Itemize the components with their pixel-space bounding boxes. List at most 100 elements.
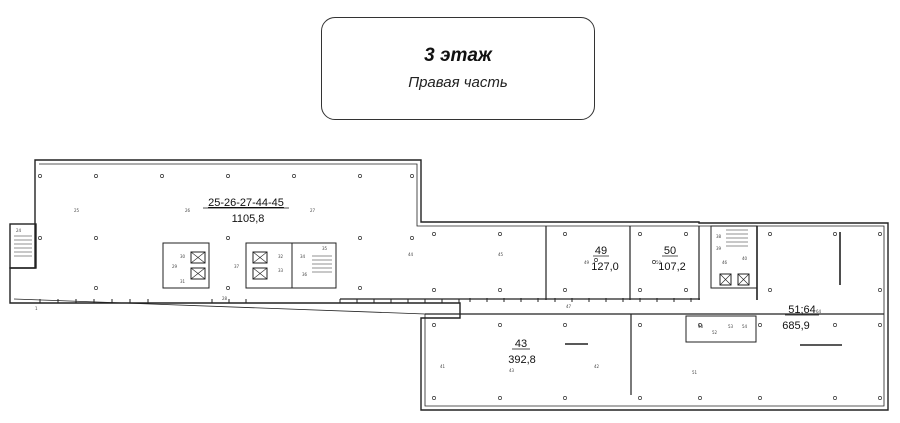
- tiny-label: 34: [300, 254, 306, 259]
- room-25-id: 25-26-27-44-45: [208, 197, 284, 209]
- column-dot: [698, 323, 702, 327]
- tiny-labels: 24 25 26 27 44 45 49 50 43 41 42 51 64 2…: [16, 208, 822, 375]
- column-dot: [226, 174, 230, 178]
- lift-e-x: [719, 273, 732, 286]
- tiny-label: 64: [816, 309, 822, 314]
- outer-walls: [9, 159, 889, 411]
- column-dot: [878, 323, 882, 327]
- core-left: [162, 242, 210, 289]
- tiny-label: 28: [222, 296, 228, 301]
- window-ticks: [39, 298, 692, 303]
- column-dot: [563, 323, 567, 327]
- tiny-label: 24: [16, 228, 22, 233]
- column-dot: [358, 236, 362, 240]
- column-dot: [768, 232, 772, 236]
- column-dot: [498, 232, 502, 236]
- room-50-area: 107,2: [658, 261, 686, 273]
- room-51-area: 685,9: [782, 320, 810, 332]
- tiny-label: 39: [716, 246, 722, 251]
- column-dot: [684, 288, 688, 292]
- floor-subtitle: Правая часть: [408, 74, 508, 91]
- lift-f: [737, 273, 750, 286]
- tiny-label: 37: [234, 264, 240, 269]
- tiny-label: 30: [180, 254, 186, 259]
- column-dot: [594, 258, 598, 262]
- core-center: [245, 242, 293, 289]
- column-dot: [432, 288, 436, 292]
- room-49-id: 49: [595, 245, 607, 257]
- tiny-label: 52: [712, 330, 718, 335]
- tiny-label: 36: [302, 272, 308, 277]
- column-dot: [833, 232, 837, 236]
- tiny-label: 51: [692, 370, 698, 375]
- column-dot: [563, 232, 567, 236]
- column-dot: [94, 236, 98, 240]
- lift-c: [252, 251, 268, 264]
- tiny-label: 41: [440, 364, 446, 369]
- core-51: [710, 225, 758, 289]
- beams: [565, 232, 842, 346]
- room-43-area: 392,8: [508, 354, 536, 366]
- lift-a-x: [190, 251, 206, 264]
- tiny-label: 26: [185, 208, 191, 213]
- column-dot: [684, 232, 688, 236]
- room-51-id: 51;64: [788, 304, 816, 316]
- column-dot: [833, 323, 837, 327]
- column-dot: [432, 232, 436, 236]
- lift-a: [190, 251, 206, 264]
- lift-e: [719, 273, 732, 286]
- column-dot: [410, 236, 414, 240]
- main-outline: [9, 159, 889, 411]
- tiny-label: 25: [74, 208, 80, 213]
- column-dot: [878, 396, 882, 400]
- tiny-label: 40: [742, 256, 748, 261]
- column-dot: [758, 396, 762, 400]
- room-49-area: 127,0: [591, 261, 619, 273]
- tiny-label: 47: [566, 304, 572, 309]
- lift-b-x: [190, 267, 206, 280]
- tiny-label: 50: [656, 260, 662, 265]
- tiny-label: 43: [509, 368, 515, 373]
- lift-c-x: [252, 251, 268, 264]
- column-dot: [498, 288, 502, 292]
- room-labels: 25-26-27-44-45 1105,8 49 127,0 50 107,2 …: [203, 197, 819, 366]
- tiny-label: 27: [310, 208, 316, 213]
- tiny-label: 38: [716, 234, 722, 239]
- column-dot: [94, 174, 98, 178]
- stair-hatch-core-51: [726, 229, 748, 247]
- tiny-label: 53: [728, 324, 734, 329]
- column-dot: [410, 174, 414, 178]
- room-50-id: 50: [664, 245, 676, 257]
- column-dot: [226, 236, 230, 240]
- core-blocks: [14, 225, 758, 343]
- tiny-label: 48: [698, 324, 704, 329]
- column-dot: [833, 396, 837, 400]
- column-dot: [768, 288, 772, 292]
- lift-d-x: [252, 267, 268, 280]
- tiny-label: 49: [584, 260, 590, 265]
- lift-b: [190, 267, 206, 280]
- column-dot: [94, 286, 98, 290]
- tiny-label: 35: [322, 246, 328, 251]
- floor-title: 3 этаж: [424, 45, 492, 66]
- room-43-id: 43: [515, 338, 527, 350]
- column-dot: [358, 174, 362, 178]
- column-dot: [638, 288, 642, 292]
- tiny-label: 32: [278, 254, 284, 259]
- column-dot: [498, 323, 502, 327]
- column-dot: [432, 323, 436, 327]
- tiny-label: 54: [742, 324, 748, 329]
- lift-d: [252, 267, 268, 280]
- tiny-label: 29: [172, 264, 178, 269]
- column-dot: [292, 174, 296, 178]
- tiny-label: 33: [278, 268, 284, 273]
- column-dot: [498, 396, 502, 400]
- column-dot: [358, 286, 362, 290]
- column-dot: [38, 174, 42, 178]
- column-dot: [432, 396, 436, 400]
- stair-hatch-left: [14, 235, 32, 257]
- column-dot: [878, 232, 882, 236]
- column-dot: [878, 288, 882, 292]
- core-lower: [685, 315, 757, 343]
